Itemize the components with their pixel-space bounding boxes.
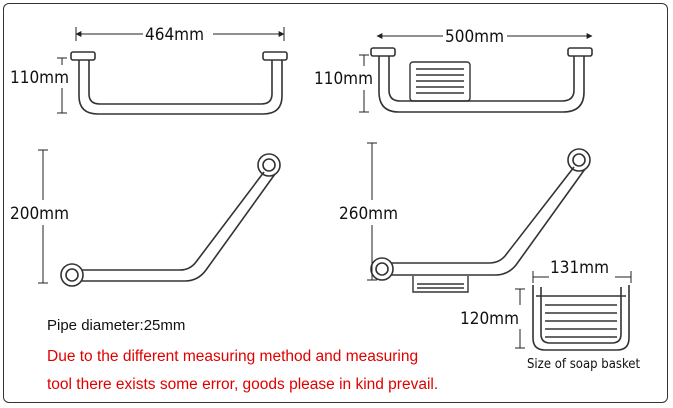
angled-basket-bar-height-label: 260mm <box>339 204 398 224</box>
soap-basket-side-view <box>412 276 469 293</box>
basket-bar-height-dimension: 110mm <box>314 54 373 113</box>
soap-basket-detail <box>532 285 630 351</box>
diagram-frame <box>3 3 668 403</box>
disclaimer-line-1: Due to the different measuring method an… <box>47 348 419 365</box>
basket-width-dimension: 131mm <box>532 258 632 283</box>
angled-basket-grab-bar <box>370 148 591 281</box>
angled-grab-bar <box>60 153 281 287</box>
basket-grab-bar <box>370 47 593 113</box>
straight-bar-height-dimension: 110mm <box>10 57 69 114</box>
straight-grab-bar <box>70 51 288 115</box>
angled-bar-height-dimension: 200mm <box>10 149 69 284</box>
straight-bar-length-dimension: 464mm <box>75 25 285 45</box>
soap-basket-top-view <box>409 61 471 102</box>
pipe-diameter-note: Pipe diameter:25mm <box>47 317 186 334</box>
straight-bar-length-label: 464mm <box>145 25 204 45</box>
soap-basket-caption: Size of soap basket <box>527 357 641 372</box>
straight-bar-height-label: 110mm <box>10 68 69 88</box>
angled-basket-bar-height-dimension: 260mm <box>339 142 398 281</box>
angled-bar-height-label: 200mm <box>10 204 69 224</box>
disclaimer-line-2: tool there exists some error, goods plea… <box>47 376 439 393</box>
basket-height-label: 120mm <box>460 309 519 329</box>
basket-bar-length-dimension: 500mm <box>376 27 593 47</box>
basket-bar-length-label: 500mm <box>445 27 504 47</box>
basket-height-dimension: 120mm <box>460 288 525 349</box>
basket-bar-height-label: 110mm <box>314 69 373 89</box>
basket-width-label: 131mm <box>550 258 609 278</box>
